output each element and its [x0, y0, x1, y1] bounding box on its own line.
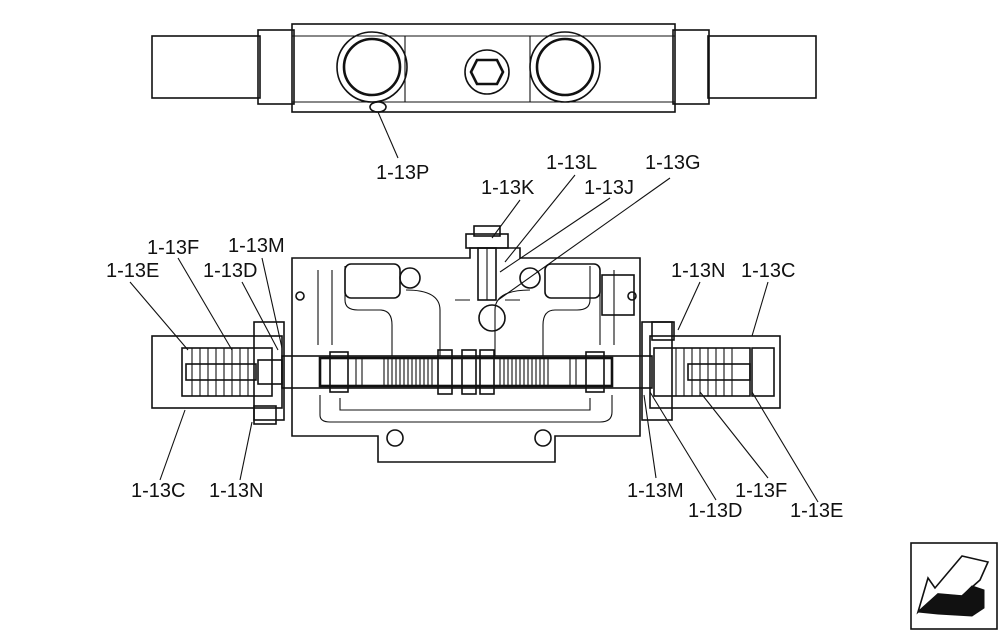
leader-lines	[129, 174, 819, 503]
label-1-13N-left: 1-13N	[209, 480, 263, 502]
callout-labels: 1-13P 1-13L 1-13G 1-13K 1-13J 1-13F 1-13…	[106, 152, 843, 522]
back-arrow-icon[interactable]	[910, 542, 998, 630]
label-1-13C-right: 1-13C	[741, 260, 795, 282]
label-1-13P: 1-13P	[376, 162, 429, 184]
label-1-13E-right: 1-13E	[790, 500, 843, 522]
label-1-13D-right: 1-13D	[688, 500, 742, 522]
label-1-13L: 1-13L	[546, 152, 597, 174]
label-1-13C-left: 1-13C	[131, 480, 185, 502]
label-1-13F-left: 1-13F	[147, 237, 199, 259]
label-1-13D-left: 1-13D	[203, 260, 257, 282]
label-1-13M-left: 1-13M	[228, 235, 285, 257]
label-1-13K: 1-13K	[481, 177, 535, 199]
section-view-valve	[151, 225, 781, 463]
top-view-valve	[151, 23, 817, 159]
label-1-13M-right: 1-13M	[627, 480, 684, 502]
label-1-13J: 1-13J	[584, 177, 634, 199]
label-1-13G: 1-13G	[645, 152, 701, 174]
label-1-13N-right: 1-13N	[671, 260, 725, 282]
label-1-13F-right: 1-13F	[735, 480, 787, 502]
label-1-13E-left: 1-13E	[106, 260, 159, 282]
